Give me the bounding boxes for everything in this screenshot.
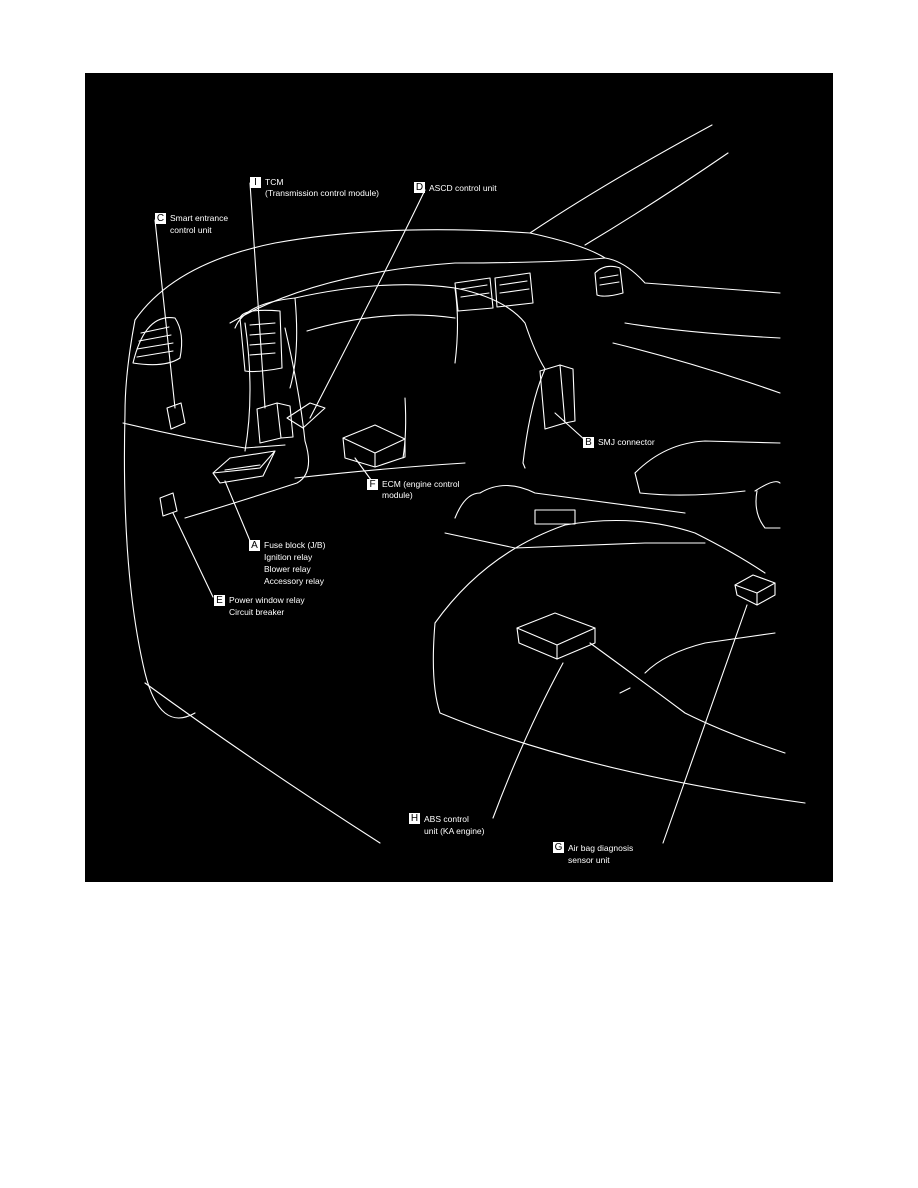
leader-g bbox=[662, 604, 748, 844]
label-f-line2: module) bbox=[382, 490, 413, 500]
console-shift bbox=[444, 532, 706, 549]
label-h-line2: unit (KA engine) bbox=[424, 826, 485, 836]
left-door-edge bbox=[123, 412, 196, 719]
leader-d bbox=[309, 189, 426, 419]
knee-bolster bbox=[294, 462, 466, 479]
label-c-tag: C bbox=[155, 213, 166, 224]
label-d-tag: D bbox=[414, 182, 425, 193]
right-vent bbox=[594, 265, 624, 297]
dash-top-outline bbox=[134, 229, 606, 321]
label-g-line2: sensor unit bbox=[568, 855, 610, 865]
cluster-hood-top bbox=[229, 257, 606, 324]
center-stack-top bbox=[454, 287, 546, 370]
windshield-line-2 bbox=[584, 152, 729, 246]
leader-c bbox=[154, 219, 176, 409]
seat-tick bbox=[619, 687, 631, 694]
label-i-tag: I bbox=[250, 177, 261, 188]
label-i-line2: (Transmission control module) bbox=[265, 188, 379, 198]
label-b-tag: B bbox=[583, 437, 594, 448]
label-g-tag: G bbox=[553, 842, 564, 853]
shifter-slot bbox=[534, 509, 576, 525]
label-a-tag: A bbox=[249, 540, 260, 551]
ascd-unit-box bbox=[286, 402, 326, 429]
console-side-line bbox=[612, 342, 781, 394]
label-b-line1: SMJ connector bbox=[598, 437, 655, 447]
cluster-inner bbox=[306, 314, 456, 332]
center-vents bbox=[454, 272, 534, 312]
label-a-line1: Fuse block (J/B) bbox=[264, 540, 326, 550]
center-stack-edge bbox=[522, 368, 546, 469]
dash-right-top bbox=[604, 257, 781, 294]
dash-right-edge bbox=[624, 322, 781, 339]
leader-e bbox=[172, 512, 214, 598]
steering-column-left bbox=[244, 322, 251, 452]
right-seat-top bbox=[634, 440, 781, 474]
steering-column-area bbox=[184, 327, 310, 519]
label-a-line4: Accessory relay bbox=[264, 576, 324, 586]
label-e-line2: Circuit breaker bbox=[229, 607, 285, 617]
cluster-face bbox=[294, 284, 459, 364]
label-c-line1: Smart entrance bbox=[170, 213, 229, 223]
fuse-block bbox=[212, 450, 276, 484]
windshield-line-1 bbox=[529, 124, 713, 234]
smart-entrance-unit-box bbox=[166, 402, 186, 430]
label-f-tag: F bbox=[367, 479, 378, 490]
seat-cushion-front bbox=[432, 622, 806, 804]
seat-seam bbox=[644, 632, 776, 674]
leader-i bbox=[249, 182, 266, 409]
ecm-box bbox=[342, 424, 406, 468]
label-g-line1: Air bag diagnosis bbox=[568, 843, 634, 853]
label-e-line1: Power window relay bbox=[229, 595, 305, 605]
dash-left-edge bbox=[124, 319, 136, 414]
leader-b bbox=[554, 412, 586, 441]
label-a-line2: Ignition relay bbox=[264, 552, 313, 562]
component-location-diagram: I TCM (Transmission control module) D AS… bbox=[85, 73, 833, 882]
leader-h bbox=[492, 662, 564, 819]
lower-dash-line bbox=[122, 422, 286, 449]
label-h-line1: ABS control bbox=[424, 814, 469, 824]
right-seat-side bbox=[755, 490, 781, 529]
seat-crease bbox=[589, 642, 786, 754]
console-left bbox=[454, 492, 481, 519]
label-a-line3: Blower relay bbox=[264, 564, 311, 574]
label-c-line2: control unit bbox=[170, 225, 212, 235]
label-f-line1: ECM (engine control bbox=[382, 479, 460, 489]
seat-cushion-top bbox=[434, 520, 766, 624]
tcm-box bbox=[256, 402, 294, 444]
airbag-sensor-box bbox=[734, 574, 776, 606]
smj-connector-box bbox=[539, 364, 576, 430]
right-seat-front bbox=[634, 472, 746, 496]
left-vent bbox=[132, 317, 183, 366]
center-left-vent bbox=[239, 309, 283, 373]
vehicle-interior-line-drawing bbox=[122, 124, 806, 844]
right-seat-bolster bbox=[754, 481, 781, 492]
label-e-tag: E bbox=[214, 595, 225, 606]
floor-line bbox=[144, 682, 381, 844]
power-window-relay-box bbox=[159, 492, 178, 517]
column-cover bbox=[402, 397, 407, 459]
label-i-line1: TCM bbox=[265, 177, 284, 187]
abs-control-box bbox=[516, 612, 596, 660]
cluster-hood-left bbox=[234, 297, 298, 389]
label-h-tag: H bbox=[409, 813, 420, 824]
leader-a bbox=[224, 480, 254, 549]
label-d-line1: ASCD control unit bbox=[429, 183, 497, 193]
console-top bbox=[479, 484, 686, 514]
